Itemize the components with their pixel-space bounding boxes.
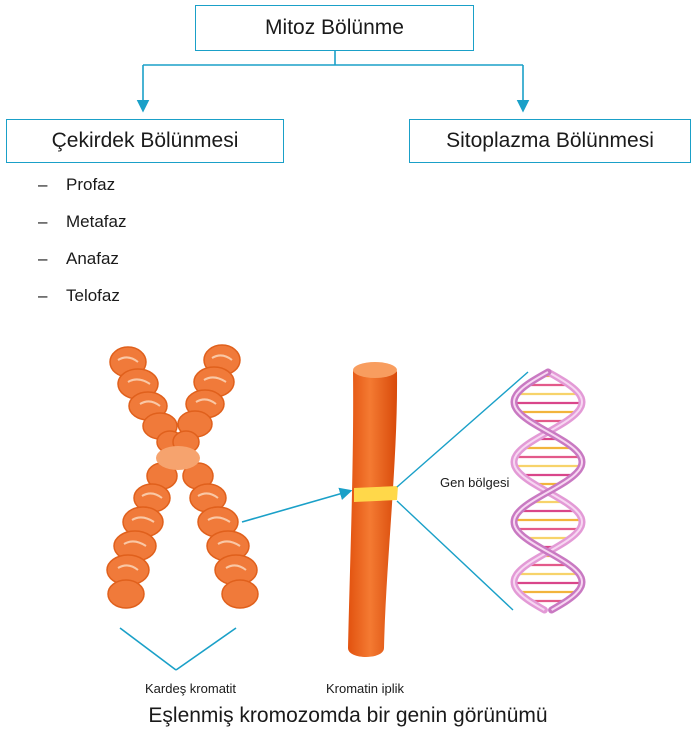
phase-dash: –	[38, 249, 48, 268]
sister-chromatid-bracket	[119, 627, 237, 671]
cytoplasmic-division-box: Sitoplazma Bölünmesi	[409, 119, 691, 163]
gene-region-label: Gen bölgesi	[440, 475, 510, 490]
chromatin-label: Kromatin iplik	[326, 681, 405, 696]
chromosome-to-chromatin-arrow	[241, 487, 353, 523]
figure-caption: Eşlenmiş kromozomda bir genin görünümü	[148, 704, 548, 727]
dna-strand-highlight	[512, 371, 584, 611]
phase-label: Telofaz	[66, 286, 120, 305]
phase-item-profaz: –Profaz	[38, 175, 115, 195]
nuclear-division-box: Çekirdek Bölünmesi	[6, 119, 284, 163]
phase-label: Metafaz	[66, 212, 127, 231]
gene-zoom-lines	[396, 371, 529, 611]
phase-dash: –	[38, 212, 48, 231]
phase-item-anafaz: –Anafaz	[38, 249, 119, 269]
phase-item-telofaz: –Telofaz	[38, 286, 120, 306]
chromosome-illustration	[106, 344, 259, 609]
mitosis-box: Mitoz Bölünme	[195, 5, 474, 51]
phase-label: Anafaz	[66, 249, 119, 268]
phase-item-metafaz: –Metafaz	[38, 212, 126, 232]
dna-helix	[510, 368, 586, 614]
phase-dash: –	[38, 286, 48, 305]
phase-dash: –	[38, 175, 48, 194]
branch-connector	[136, 51, 530, 113]
chromatin-rod	[348, 362, 398, 657]
phase-label: Profaz	[66, 175, 116, 194]
sister-chromatid-label: Kardeş kromatit	[145, 681, 237, 696]
